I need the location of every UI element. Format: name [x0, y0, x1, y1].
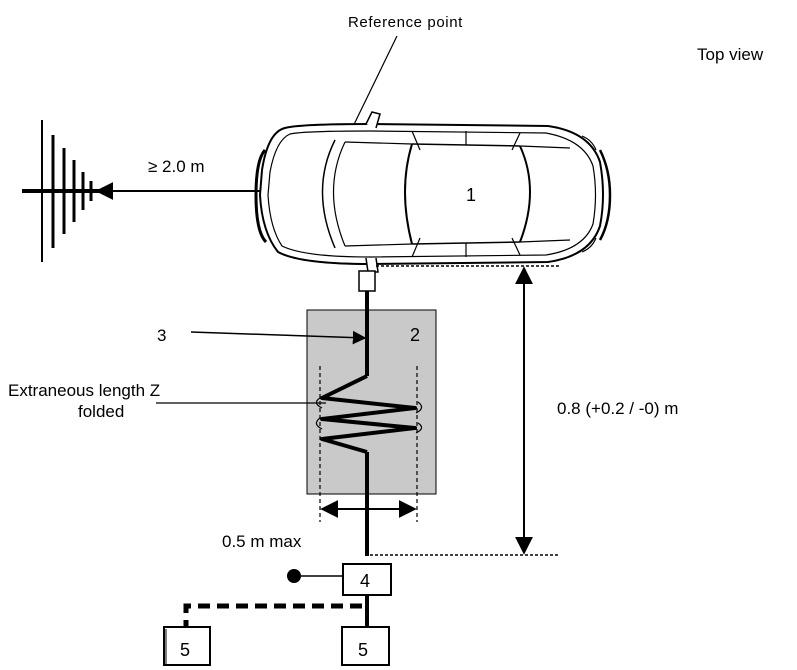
equipment-dashed-cable	[183, 603, 362, 627]
extraneous-length-label-2: folded	[78, 402, 124, 421]
ground-point-icon	[287, 569, 301, 583]
equipment-number-left: 5	[180, 640, 190, 660]
harness-pointer	[190, 330, 367, 345]
vehicle-connector	[358, 270, 376, 292]
fold-width-label: 0.5 m max	[222, 532, 302, 551]
distance-label: ≥ 2.0 m	[148, 157, 205, 176]
extraneous-length-label: Extraneous length Z	[8, 381, 160, 400]
equipment-number-right: 5	[358, 640, 368, 660]
lisn-number: 4	[360, 571, 370, 591]
lisn-box	[342, 563, 392, 596]
height-label: 0.8 (+0.2 / -0) m	[557, 399, 678, 418]
equipment-box-right	[341, 626, 390, 666]
antenna-icon	[22, 120, 100, 262]
vehicle-number: 1	[466, 185, 476, 205]
top-view-label: Top view	[697, 45, 764, 64]
support-number: 2	[410, 325, 420, 345]
equipment-box-left	[163, 626, 211, 666]
car-top-view-icon	[254, 111, 612, 273]
harness-number: 3	[157, 326, 166, 345]
reference-point-label: Reference point	[348, 14, 463, 31]
